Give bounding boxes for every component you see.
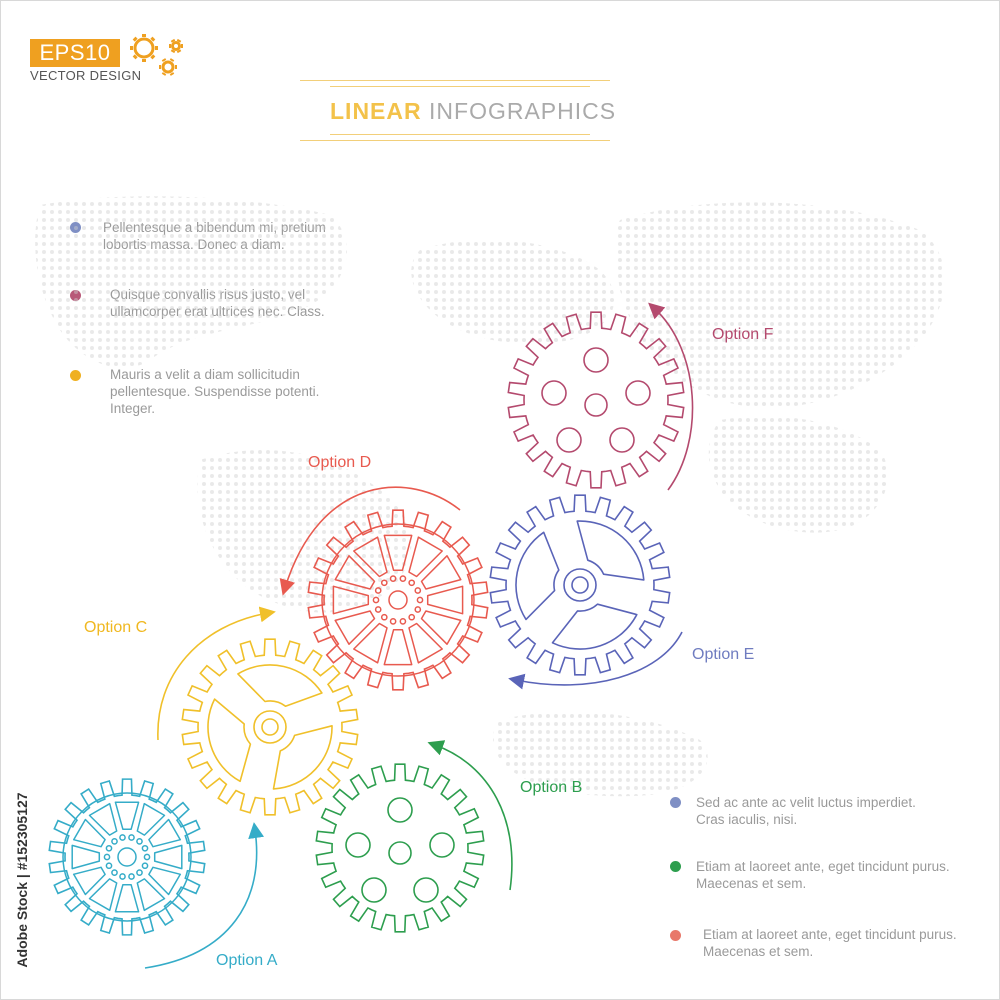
- note-right-1: Sed ac ante ac velit luctus imperdiet. C…: [696, 795, 916, 827]
- label-option-f: Option F: [712, 326, 774, 343]
- title-rule-bottom: [330, 134, 590, 135]
- gear-e-outline: [489, 494, 671, 676]
- arrow-option-a: [144, 822, 265, 969]
- title-rule-bottom-2: [300, 140, 610, 141]
- label-option-d: Option D: [308, 454, 372, 471]
- label-option-a: Option A: [216, 952, 278, 969]
- title-bold: LINEAR: [330, 98, 422, 124]
- page-title: LINEAR INFOGRAPHICS: [330, 98, 616, 125]
- gear-f-holes: [541, 347, 651, 453]
- arrow-option-c: [157, 606, 276, 741]
- note-bullet: [70, 370, 81, 381]
- arrow-option-e: [508, 631, 683, 690]
- gear-d-outline: [307, 509, 489, 691]
- gear-d-spokes: [321, 523, 475, 677]
- gear-c-spokes: [207, 664, 333, 790]
- vector-design-label: VECTOR DESIGN: [30, 68, 142, 83]
- gears-logo-icon: [130, 34, 183, 76]
- world-map-background: [35, 196, 945, 797]
- label-option-e: Option E: [692, 646, 755, 663]
- title-rule-top: [300, 80, 610, 81]
- arrow-option-d: [279, 486, 461, 596]
- gear-b-outline: [315, 763, 485, 933]
- eps-badge: EPS10: [30, 39, 120, 67]
- title-rule-top-2: [330, 86, 590, 87]
- stock-watermark: Adobe Stock | #152305127: [12, 770, 32, 990]
- note-right-2: Etiam at laoreet ante, eget tincidunt pu…: [696, 859, 950, 891]
- note-bullet: [670, 861, 681, 872]
- gear-c-outline: [181, 638, 359, 816]
- label-option-b: Option B: [520, 779, 583, 796]
- gear-b-holes: [345, 797, 455, 903]
- note-left-3: Mauris a velit a diam sollicitudin pelle…: [110, 367, 320, 416]
- note-bullet: [670, 930, 681, 941]
- gear-f-outline: [507, 311, 685, 489]
- arrow-option-b: [427, 740, 513, 891]
- label-option-c: Option C: [84, 619, 148, 636]
- gear-a-outline: [48, 778, 206, 936]
- note-bullet: [670, 797, 681, 808]
- gear-e-spokes: [515, 520, 645, 650]
- gear-a-spokes: [62, 792, 192, 922]
- note-right-3: Etiam at laoreet ante, eget tincidunt pu…: [703, 927, 957, 959]
- title-light: INFOGRAPHICS: [429, 98, 617, 124]
- arrow-option-f: [648, 302, 694, 491]
- stock-watermark-text: Adobe Stock | #152305127: [14, 792, 30, 968]
